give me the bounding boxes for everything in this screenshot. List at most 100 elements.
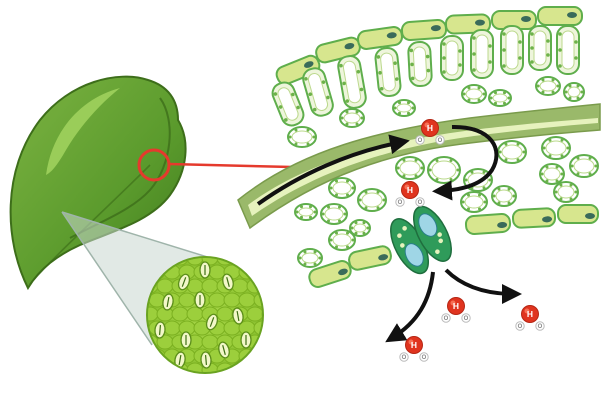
surface-cell [246,362,262,372]
surface-stoma [162,293,174,311]
mesophyll-cell [349,219,371,237]
mesophyll-cell [339,108,365,128]
palisade-cell [556,25,580,75]
mesophyll-cell [491,185,517,207]
water-flow-arrows [256,124,522,343]
oxygen-atom: O [415,197,425,207]
spongy-mesophyll [287,76,599,268]
epidermis-cell [537,6,583,26]
surface-cell [163,320,181,336]
hydrogen-atom: H [447,297,465,315]
hydrogen-label: H [407,185,413,195]
surface-cell [238,264,256,280]
palisade-cell [528,25,552,71]
surface-stoma [199,261,211,279]
epidermis-cell [557,204,599,224]
mesophyll-cell [357,188,387,212]
arrow-along-vein [256,134,410,206]
surface-cell [171,306,189,322]
arrow-curve-down [432,124,499,201]
oxygen-atom: O [415,135,425,145]
zoom-lines [61,211,231,346]
epidermis-cell [308,260,352,288]
mesophyll-cell [569,154,599,178]
oxygen-label: O [398,200,403,206]
hydrogen-atom: H [421,119,439,137]
mesophyll-cell [395,156,425,180]
mesophyll-cell [320,203,348,225]
oxygen-label: O [418,138,423,144]
surface-cell [261,362,262,372]
surface-cell [208,292,226,308]
surface-cell [269,349,285,363]
surface-cell [186,306,204,322]
leaf-highlight [46,88,120,175]
surface-stoma [232,307,244,325]
surface-cell [269,293,285,307]
surface-cell [178,292,196,308]
oxygen-label: O [444,316,449,322]
oxygen-label: O [422,355,427,361]
oxygen-atom: O [515,321,525,331]
surface-stoma [240,331,252,349]
surface-stoma [174,351,186,369]
mesophyll-cell [328,229,356,251]
surface-cell [201,334,219,350]
epidermis-cell [275,54,321,86]
mesophyll-cell [539,163,565,185]
oxygen-atom: O [435,135,445,145]
surface-cell [156,362,174,372]
surface-stoma [154,321,166,339]
epidermis-cell [356,26,404,50]
epidermis-cell [511,207,557,229]
hydrogen-label: H [453,301,459,311]
surface-cell [156,278,174,294]
surface-cell [231,278,249,294]
mesophyll-cell [497,140,527,164]
palisade-layer [271,25,580,127]
mesophyll-cell [563,82,585,102]
surface-stoma [205,313,219,331]
mesophyll-cell [297,248,323,268]
palisade-cell [337,55,367,109]
surface-stoma [218,341,230,359]
epidermis-cell [348,245,392,271]
surface-cell [201,278,219,294]
surface-cell [148,362,159,372]
arrow-out-left [385,271,435,343]
surface-cell [261,306,262,322]
surface-cell [261,334,262,350]
oxygen-atom: O [395,197,405,207]
hydrogen-label: H [527,309,533,319]
surface-cell [269,321,285,335]
mesophyll-cell [460,191,488,213]
oxygen-label: O [402,355,407,361]
surface-stoma [180,331,192,349]
surface-stoma [200,351,212,369]
oxygen-label: O [518,324,523,330]
epidermis-cell [444,13,492,35]
water-molecule: O OH [415,119,445,145]
palisade-cell [374,46,402,98]
surface-cell [216,306,234,322]
surface-cell [261,278,262,294]
epidermis-cell [464,213,512,235]
palisade-cell [470,29,494,79]
lower-epidermis [308,204,599,288]
oxygen-atom: O [535,321,545,331]
water-molecule: O OH [515,305,545,331]
oxygen-label: O [418,200,423,206]
oxygen-atom: O [461,313,471,323]
pointer-line [168,162,293,169]
stoma [390,205,452,275]
palisade-cell [440,35,464,81]
surface-cell [253,348,262,364]
surface-cell [223,292,241,308]
oxygen-atom: O [399,352,409,362]
oxygen-atom: O [419,352,429,362]
surface-cell [269,265,285,279]
mesophyll-cell [294,203,318,221]
mesophyll-cell [553,181,579,203]
surface-cell [253,320,262,336]
